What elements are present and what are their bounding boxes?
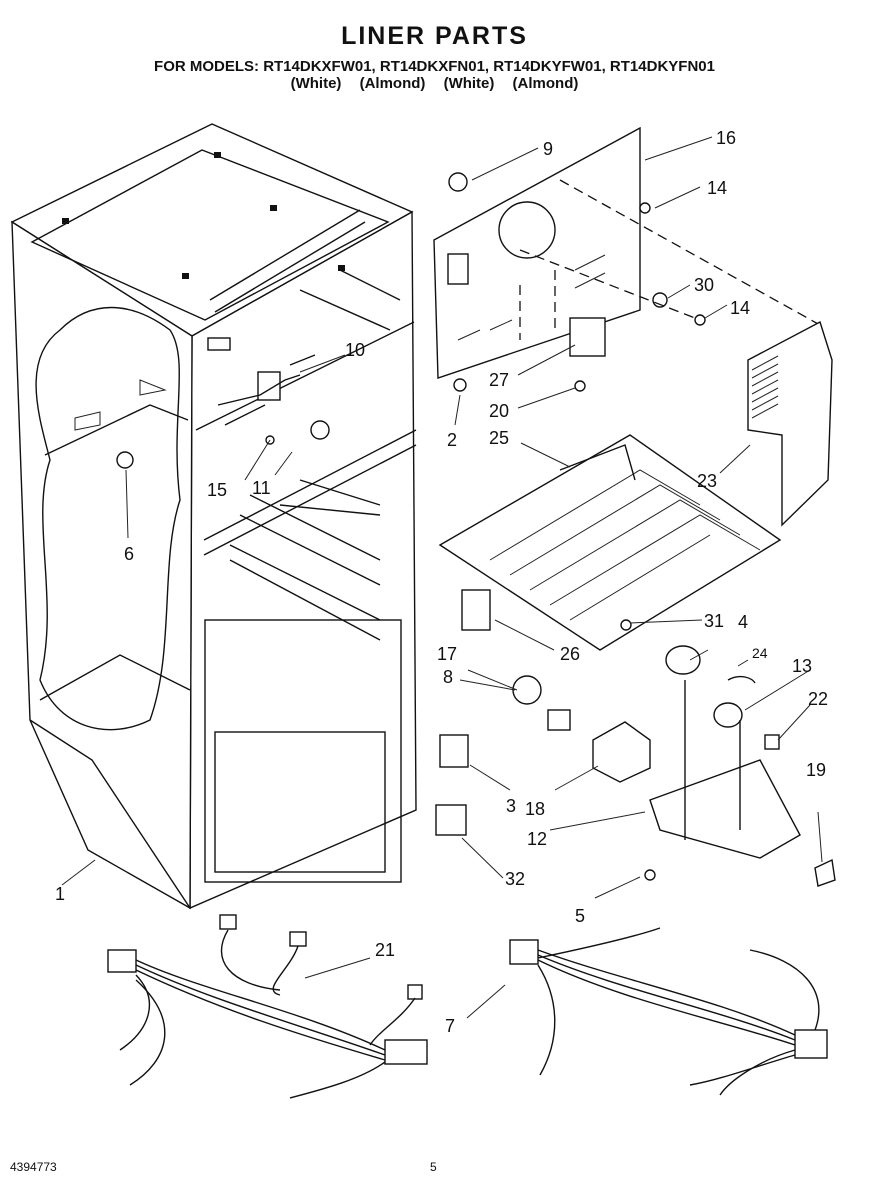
leader-lines (61, 136, 823, 1019)
callout-30: 30 (694, 275, 714, 295)
callout-2: 2 (447, 430, 457, 450)
switch-part-32 (435, 804, 467, 836)
callout-14a: 14 (707, 178, 727, 198)
callout-5: 5 (575, 906, 585, 926)
air-duct-cover (747, 320, 833, 527)
plug-part-9 (448, 172, 468, 192)
light-bulb-part-17 (512, 675, 542, 705)
bumper-part-6 (116, 451, 134, 469)
wire-harness-21 (107, 914, 428, 1099)
callout-18: 18 (525, 799, 545, 819)
model-colors: (White) (Almond) (White) (Almond) (290, 75, 579, 92)
diagram-title: LINER PARTS (341, 22, 528, 50)
callout-24: 24 (752, 645, 768, 661)
small-parts (435, 202, 836, 887)
callout-13: 13 (792, 656, 812, 676)
callout-1: 1 (55, 884, 65, 904)
callout-3: 3 (506, 796, 516, 816)
wire-harness-7 (509, 927, 828, 1096)
socket-part-26 (461, 589, 491, 631)
light-shield-part-18 (592, 721, 651, 783)
callout-4: 4 (738, 612, 748, 632)
switch-part-3 (439, 734, 469, 768)
callout-25: 25 (489, 428, 509, 448)
callout-14b: 14 (730, 298, 750, 318)
callout-11: 11 (252, 478, 271, 498)
callout-22: 22 (808, 689, 828, 709)
callout-16: 16 (716, 128, 736, 148)
callout-12: 12 (527, 829, 547, 849)
callout-labels: 1 2 3 4 5 6 7 8 9 10 11 12 13 14 14 15 1… (55, 128, 828, 1036)
tube-part-24 (727, 675, 756, 684)
socket-part-8 (547, 709, 571, 731)
screw-part-20 (574, 380, 586, 392)
connector-part-22 (764, 734, 780, 750)
timer-part-4 (665, 645, 701, 675)
callout-26: 26 (560, 644, 580, 664)
rear-panel (433, 126, 668, 379)
page-number: 5 (430, 1160, 437, 1174)
screw-part-14a (639, 202, 651, 214)
callout-6: 6 (124, 544, 134, 564)
model-list: FOR MODELS: RT14DKXFW01, RT14DKXFN01, RT… (154, 58, 715, 75)
thermostat-part-13 (713, 702, 743, 728)
callout-9: 9 (543, 139, 553, 159)
callout-15: 15 (207, 480, 227, 500)
screw-part-5 (644, 869, 656, 881)
screw-part-31 (620, 619, 632, 631)
screw-part-2 (453, 378, 467, 392)
callout-7: 7 (445, 1016, 455, 1036)
callout-8: 8 (443, 667, 453, 687)
callout-27: 27 (489, 370, 509, 390)
callout-32: 32 (505, 869, 525, 889)
evaporator-cover (438, 434, 782, 651)
document-part-number: 4394773 (10, 1160, 57, 1174)
liner-body (10, 123, 417, 910)
callout-31: 31 (704, 611, 724, 631)
callout-10: 10 (345, 340, 365, 360)
callout-17: 17 (437, 644, 457, 664)
screw-part-14b (694, 314, 706, 326)
callout-19: 19 (806, 760, 826, 780)
clip-part-19 (814, 858, 836, 887)
callout-21: 21 (375, 940, 395, 960)
callout-23: 23 (697, 471, 717, 491)
control-housing (649, 759, 801, 859)
callout-20: 20 (489, 401, 509, 421)
